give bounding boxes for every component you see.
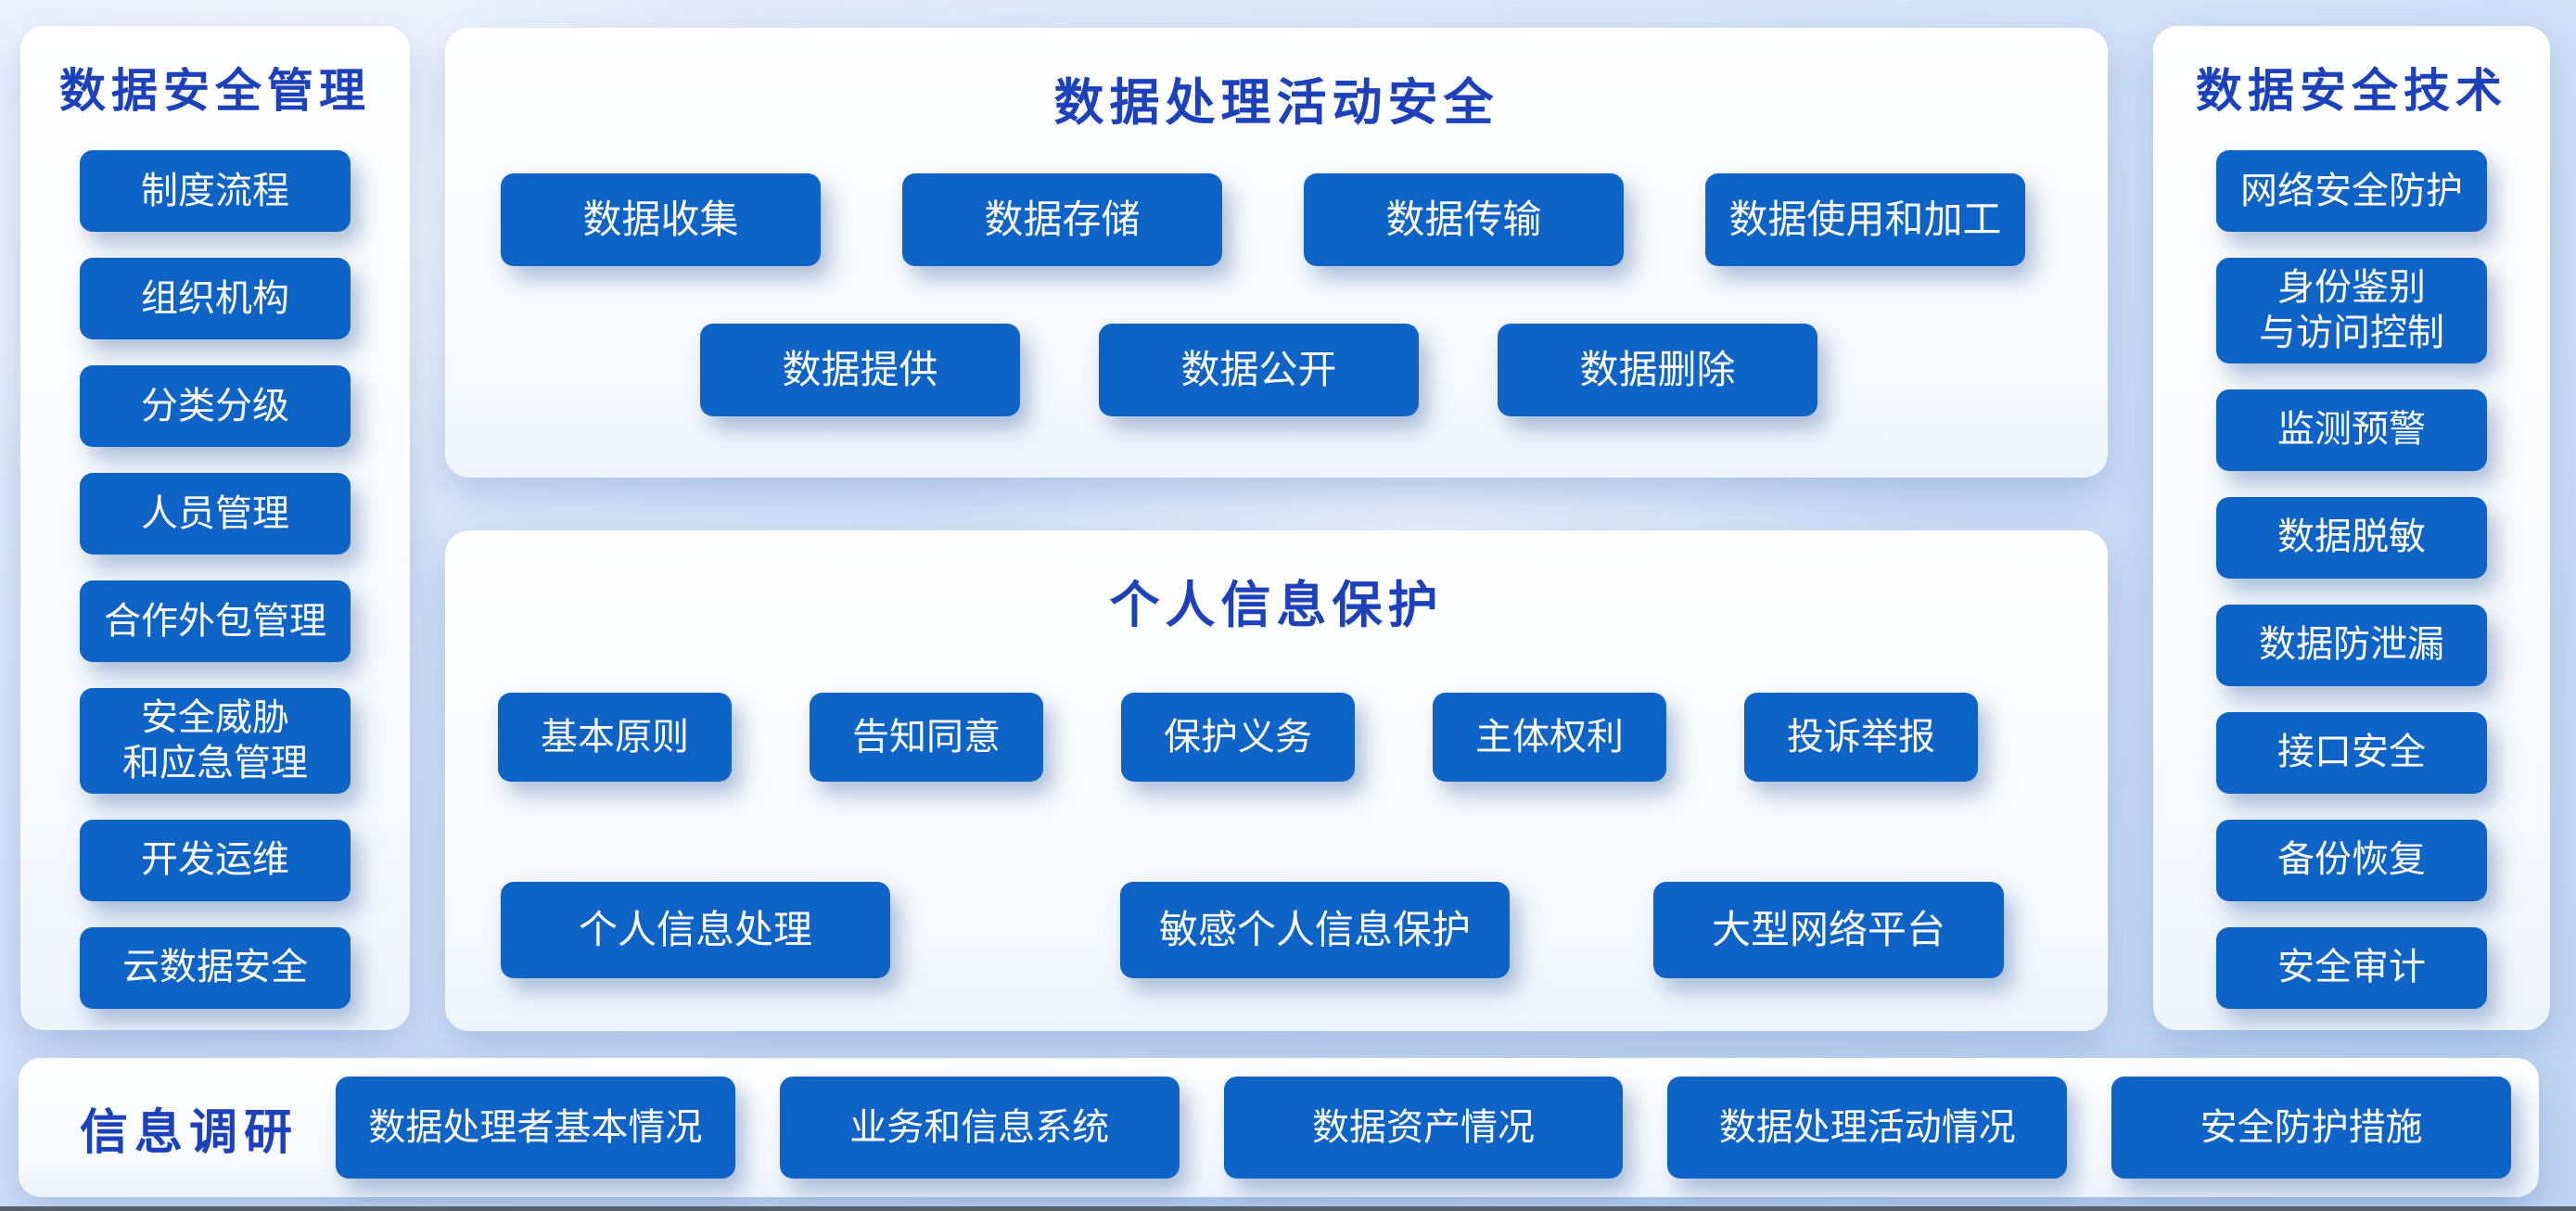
technology-item-list: 网络安全防护 身份鉴别 与访问控制 监测预警 数据脱敏 数据防泄漏 接口安全 备…	[2153, 150, 2550, 1009]
survey-item: 安全防护措施	[2111, 1077, 2511, 1179]
technology-item: 备份恢复	[2216, 819, 2487, 901]
management-item: 人员管理	[80, 473, 351, 555]
technology-item: 数据脱敏	[2216, 496, 2487, 579]
management-item: 安全威胁 和应急管理	[80, 688, 351, 794]
personal-item: 告知同意	[810, 693, 1043, 782]
processing-item: 数据删除	[1498, 324, 1817, 416]
processing-item: 数据存储	[902, 173, 1222, 266]
processing-item: 数据收集	[501, 173, 821, 266]
technology-item: 数据防泄漏	[2216, 604, 2487, 686]
window-bottom-edge	[0, 1206, 2576, 1211]
management-item-list: 制度流程 组织机构 分类分级 人员管理 合作外包管理 安全威胁 和应急管理 开发…	[20, 150, 410, 1009]
personal-item: 主体权利	[1433, 693, 1666, 782]
panel-data-security-management: 数据安全管理 制度流程 组织机构 分类分级 人员管理 合作外包管理 安全威胁 和…	[20, 26, 410, 1030]
personal-panel-title: 个人信息保护	[1109, 578, 1444, 633]
processing-item: 数据使用和加工	[1705, 173, 2025, 266]
personal-item: 大型网络平台	[1653, 882, 2004, 978]
personal-item: 投诉举报	[1744, 693, 1978, 782]
personal-item: 基本原则	[498, 693, 732, 782]
management-item: 组织机构	[80, 258, 351, 339]
survey-panel-title: 信息调研	[80, 1105, 300, 1160]
survey-item: 数据处理者基本情况	[336, 1077, 735, 1179]
survey-item: 业务和信息系统	[779, 1077, 1180, 1179]
panel-personal-information-protection: 个人信息保护 基本原则 告知同意 保护义务 主体权利 投诉举报 个人信息处理 敏…	[445, 530, 2108, 1031]
panel-information-survey: 信息调研 数据处理者基本情况 业务和信息系统 数据资产情况 数据处理活动情况 安…	[19, 1058, 2539, 1197]
survey-item-list: 数据处理者基本情况 业务和信息系统 数据资产情况 数据处理活动情况 安全防护措施	[336, 1077, 2511, 1179]
panel-data-security-technology: 数据安全技术 网络安全防护 身份鉴别 与访问控制 监测预警 数据脱敏 数据防泄漏…	[2153, 26, 2550, 1030]
personal-row-1: 基本原则 告知同意 保护义务 主体权利 投诉举报	[498, 693, 2108, 782]
technology-item: 接口安全	[2216, 711, 2487, 794]
processing-item: 数据传输	[1304, 173, 1624, 266]
personal-item: 个人信息处理	[501, 882, 890, 978]
survey-item: 数据资产情况	[1223, 1077, 1624, 1179]
personal-item: 保护义务	[1121, 693, 1355, 782]
technology-item: 监测预警	[2216, 389, 2487, 471]
management-item: 开发运维	[80, 819, 351, 901]
processing-row-1: 数据收集 数据存储 数据传输 数据使用和加工	[501, 173, 2108, 266]
technology-item: 安全审计	[2216, 926, 2487, 1009]
personal-item: 敏感个人信息保护	[1120, 882, 1510, 978]
management-panel-title: 数据安全管理	[59, 65, 371, 117]
survey-item: 数据处理活动情况	[1667, 1077, 2068, 1179]
panel-data-processing-activity-security: 数据处理活动安全 数据收集 数据存储 数据传输 数据使用和加工 数据提供 数据公…	[445, 28, 2108, 478]
processing-item: 数据公开	[1099, 324, 1419, 416]
processing-panel-title: 数据处理活动安全	[1053, 75, 1499, 131]
management-item: 制度流程	[80, 150, 351, 232]
technology-item: 网络安全防护	[2216, 150, 2487, 232]
management-item: 分类分级	[80, 365, 351, 447]
technology-item: 身份鉴别 与访问控制	[2216, 258, 2487, 363]
personal-row-2: 个人信息处理 敏感个人信息保护 大型网络平台	[445, 882, 2108, 978]
processing-item: 数据提供	[700, 324, 1020, 416]
management-item: 云数据安全	[80, 926, 351, 1009]
processing-row-2: 数据提供 数据公开 数据删除	[700, 324, 2108, 416]
management-item: 合作外包管理	[80, 580, 351, 662]
technology-panel-title: 数据安全技术	[2196, 65, 2507, 117]
